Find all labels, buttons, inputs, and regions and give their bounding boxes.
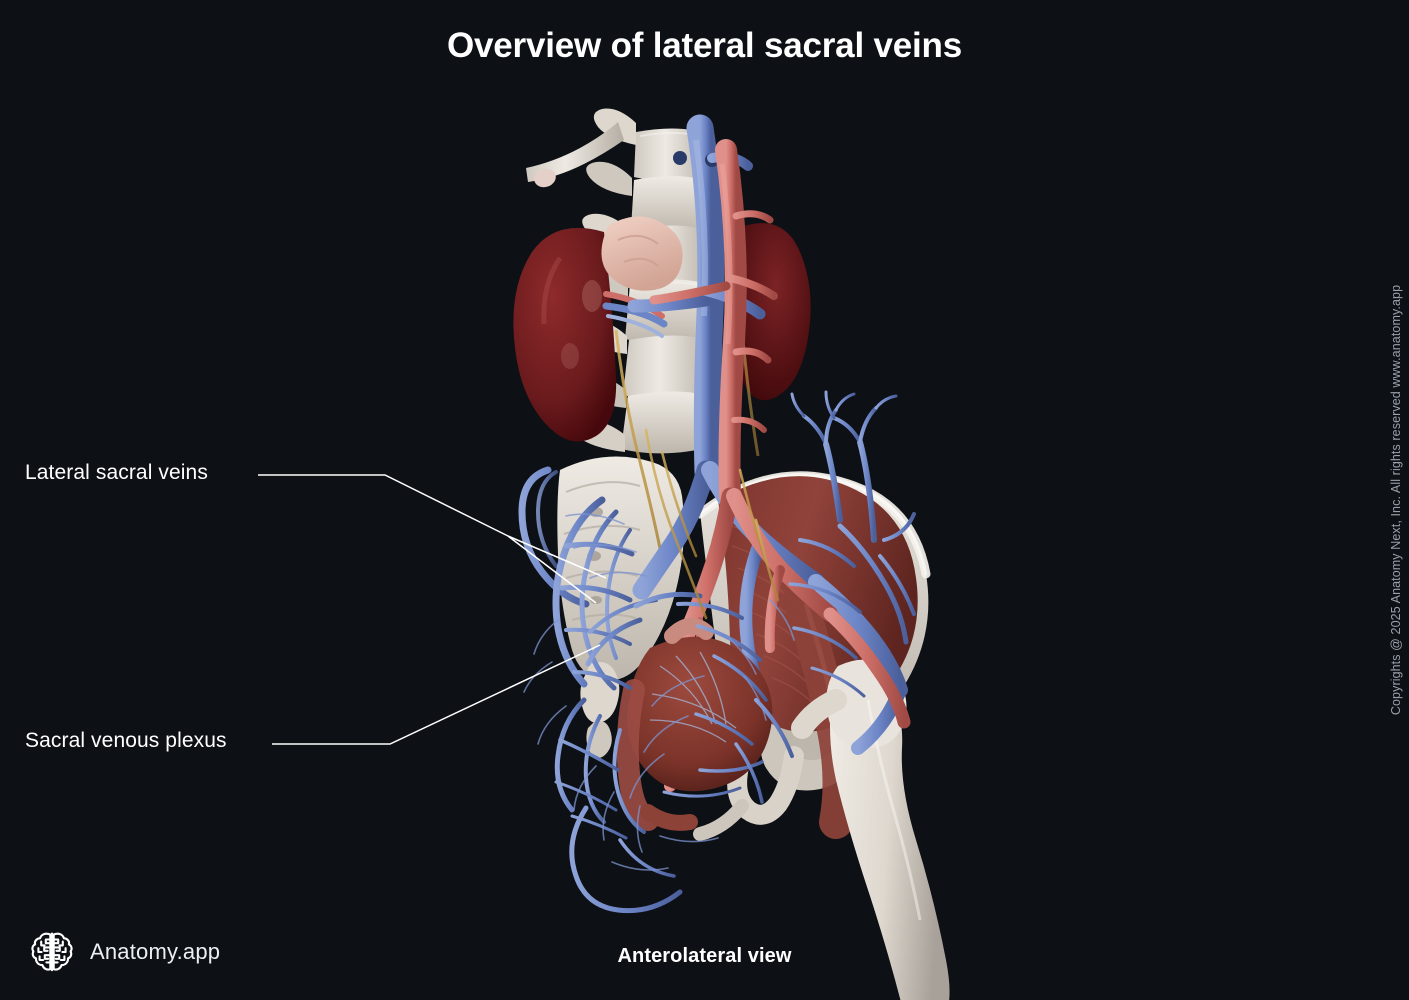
sacral-venous-plexus: [518, 390, 916, 914]
copyright-text: Copyrights @ 2025 Anatomy Next, Inc. All…: [1389, 284, 1403, 716]
label-sacral-venous-plexus: Sacral venous plexus: [25, 729, 227, 752]
leader-lateral-sacral-veins: [258, 474, 509, 537]
view-caption: Anterolateral view: [617, 945, 792, 967]
leader-lateral-sacral-veins-branch-b: [507, 535, 597, 604]
label-lateral-sacral-veins: Lateral sacral veins: [25, 461, 208, 484]
brand-name: Anatomy.app: [90, 939, 221, 964]
brand-logo[interactable]: Anatomy.app: [28, 928, 220, 976]
leader-lines: [258, 474, 607, 745]
lumbosacral-nerves: [644, 428, 780, 620]
leader-lateral-sacral-veins-branch-a: [507, 535, 607, 579]
brain-icon: [31, 932, 73, 972]
leader-sacral-venous-plexus: [272, 644, 601, 745]
copyright-notice: Copyrights @ 2025 Anatomy Next, Inc. All…: [1381, 0, 1409, 1000]
page-title: Overview of lateral sacral veins: [446, 26, 962, 65]
plexus-fine-branches: [523, 513, 795, 871]
